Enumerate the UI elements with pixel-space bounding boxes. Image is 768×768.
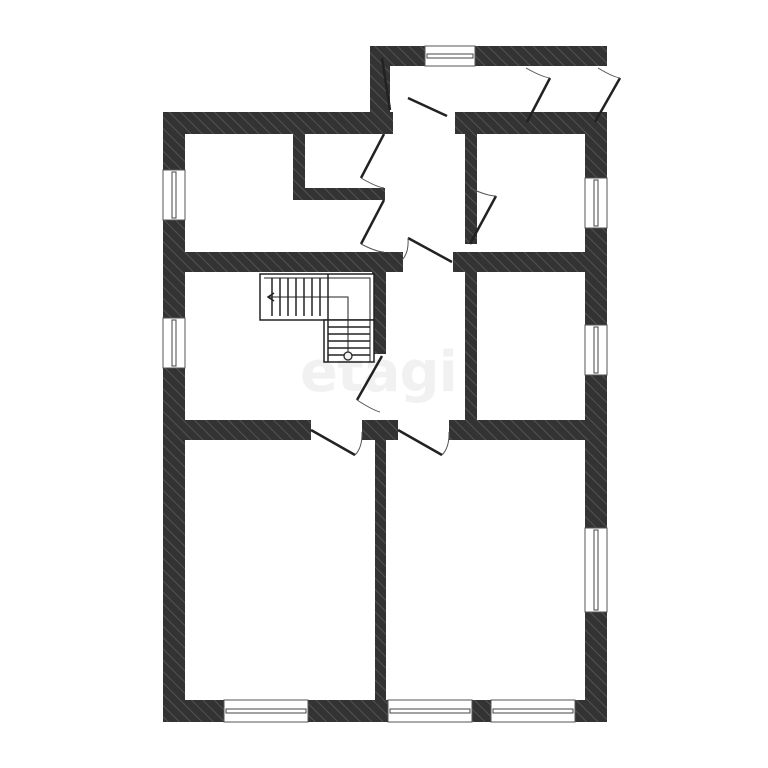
door-annex-hall [407,96,448,118]
wall-closet-bottom [293,188,383,200]
door-upper-hall-door [401,236,453,264]
stair-walking-line [268,296,349,356]
stair-direction-arrow-icon [266,292,275,302]
wall-lower-divider [375,440,386,702]
window-bottom-window-1 [223,699,309,723]
door-lower-right-door [397,428,450,457]
wall-annex-top [370,46,607,66]
door-annex-entry-door [380,57,392,111]
door-lower-left-door [310,428,363,457]
door-closet-door [359,133,386,189]
wall-outer-top-left [163,112,393,134]
window-bottom-window-2 [387,699,473,723]
door-right-room-door [468,187,498,245]
wall-closet-left [293,134,305,200]
door-annex-door-1 [525,67,552,123]
window-bottom-window-3 [490,699,576,723]
walls-layer [163,46,607,722]
stair-start-circle-icon [343,351,353,361]
wall-stair-right-wall [372,272,386,354]
wall-right-room2-left [465,272,477,420]
window-left-window-2 [162,317,186,369]
window-right-window-2 [584,324,608,376]
doors-layer [310,57,622,457]
window-left-window-1 [162,169,186,221]
window-right-window-3 [584,527,608,613]
wall-annex-bottom-right [455,112,607,134]
window-right-window-1 [584,177,608,229]
windows-layer [162,45,608,723]
window-annex-top-window [424,45,476,67]
wall-annex-left [370,46,390,134]
wall-mid-horizontal-right [453,252,607,272]
door-stair-door [355,355,384,413]
door-annex-door-2 [593,67,622,123]
wall-lower-horizontal-left [163,420,311,440]
wall-lower-horizontal-mid [362,420,398,440]
staircase [259,273,375,363]
wall-mid-horizontal-left [163,252,403,272]
wall-lower-horizontal-right [449,420,607,440]
door-hall-door-left [359,199,386,253]
wall-hall-wall-mid-a [373,188,385,200]
